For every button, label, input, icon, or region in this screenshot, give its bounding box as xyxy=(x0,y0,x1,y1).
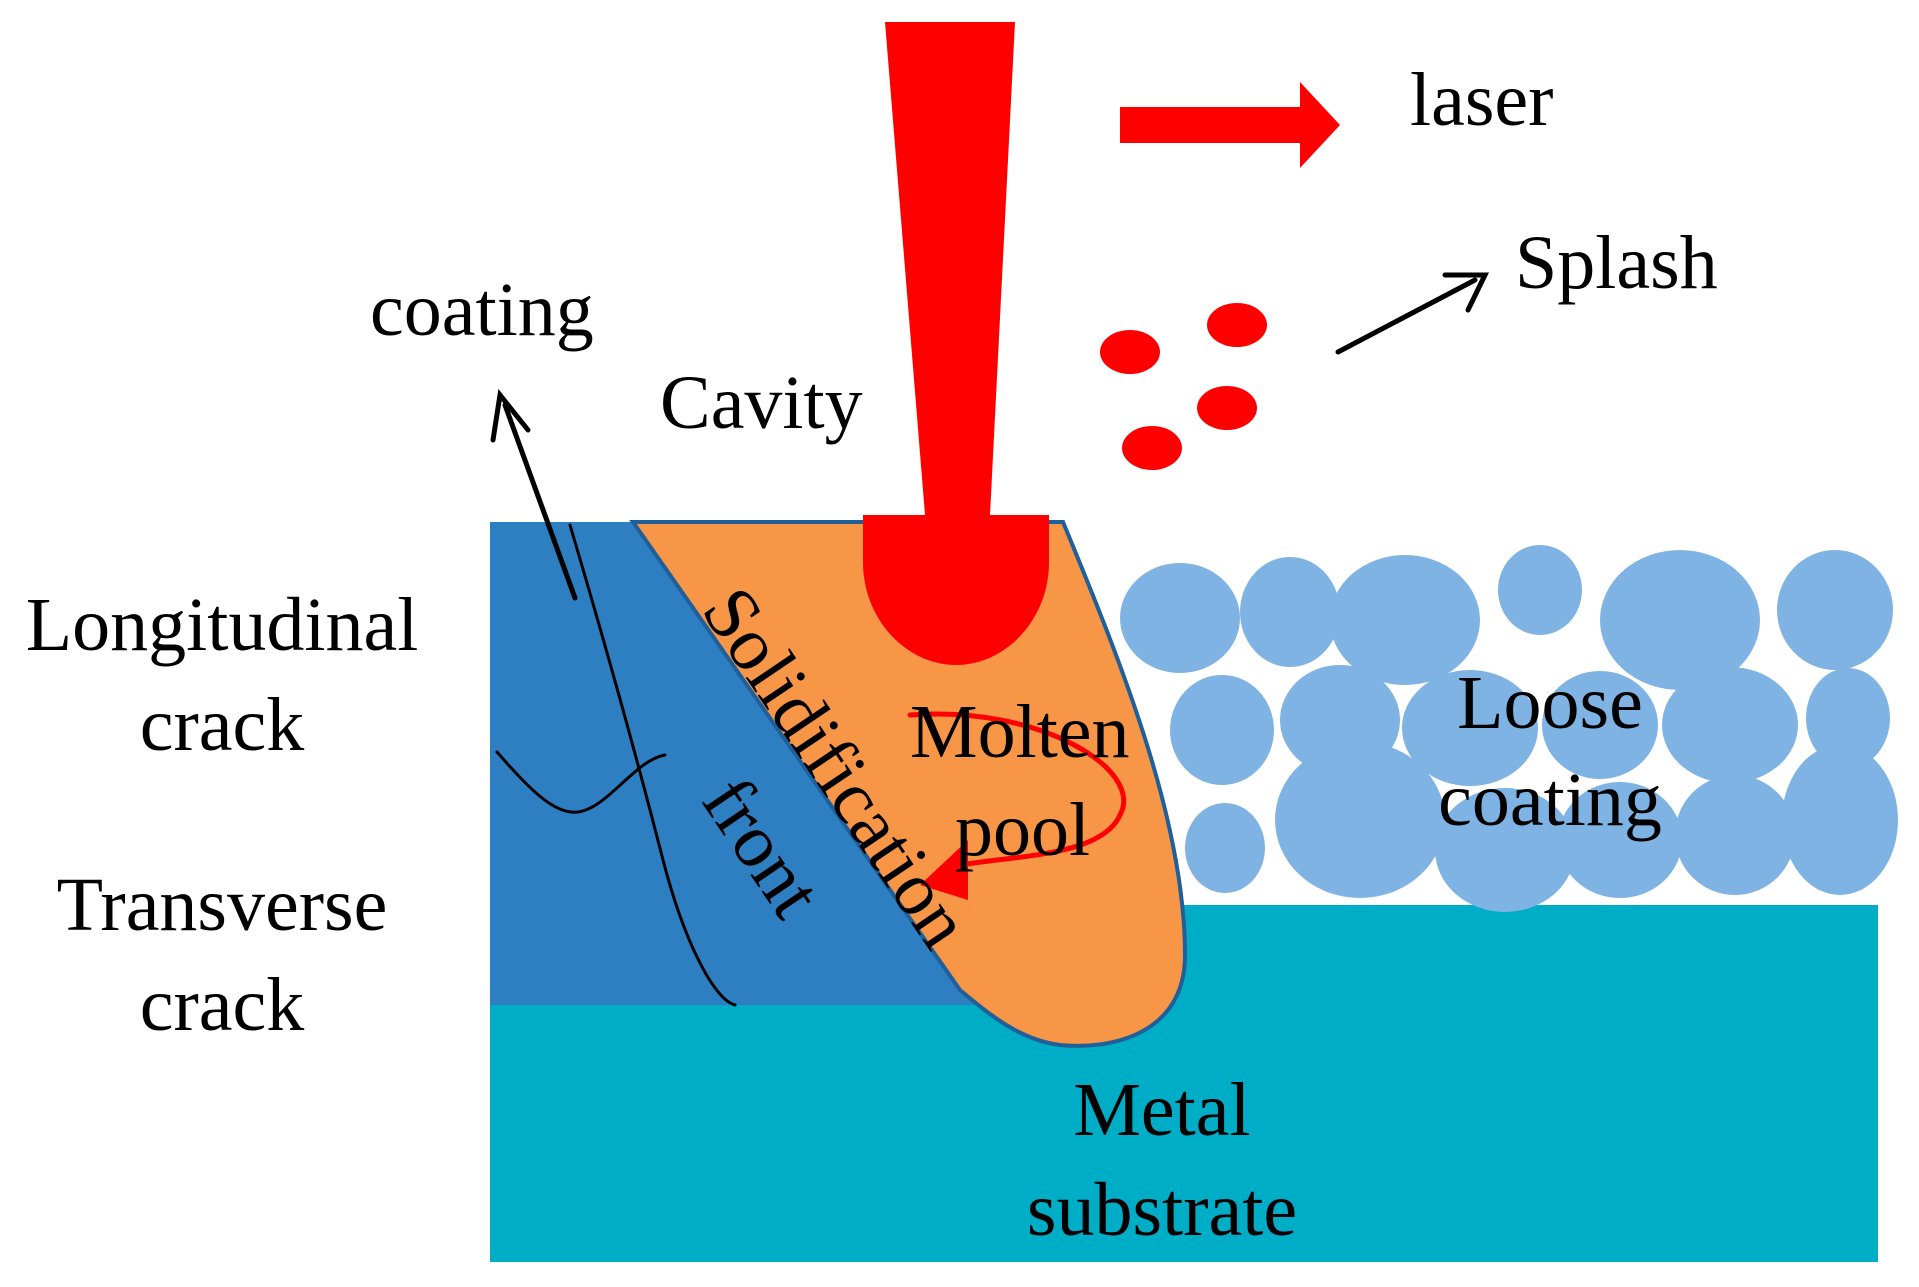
coating-layer xyxy=(490,522,990,1005)
transverse-crack-line xyxy=(495,750,667,814)
longitudinal-crack-label-2: crack xyxy=(140,683,305,767)
substrate-label: substrate xyxy=(1027,1168,1297,1252)
laser-beam xyxy=(863,22,1049,665)
cavity-label: Cavity xyxy=(660,361,863,445)
molten-label: Molten xyxy=(910,690,1130,774)
loose-label: Loose xyxy=(1457,661,1643,745)
cracks xyxy=(495,523,737,1007)
transverse-crack-label-2: crack xyxy=(140,963,305,1047)
pool-label: pool xyxy=(955,788,1090,872)
transverse-crack-label-1: Transverse xyxy=(57,863,388,947)
laser-label: laser xyxy=(1410,58,1553,142)
laser-direction-arrow xyxy=(1120,82,1340,168)
longitudinal-crack-line xyxy=(568,523,737,1007)
splash-droplets xyxy=(1100,303,1267,470)
splash-label: Splash xyxy=(1515,221,1718,305)
loose-coating-particles xyxy=(1120,545,1898,912)
coating-arrow xyxy=(490,389,578,601)
coating-label: coating xyxy=(370,268,594,352)
flow-arrow xyxy=(907,711,1127,871)
loose-coating-label: coating xyxy=(1438,758,1662,842)
metal-label: Metal xyxy=(1073,1068,1250,1152)
splash-arrow xyxy=(1335,272,1489,355)
longitudinal-crack-label-1: Longitudinal xyxy=(26,583,419,667)
molten-pool xyxy=(629,520,1188,1048)
flow-arrow-head xyxy=(920,840,968,900)
